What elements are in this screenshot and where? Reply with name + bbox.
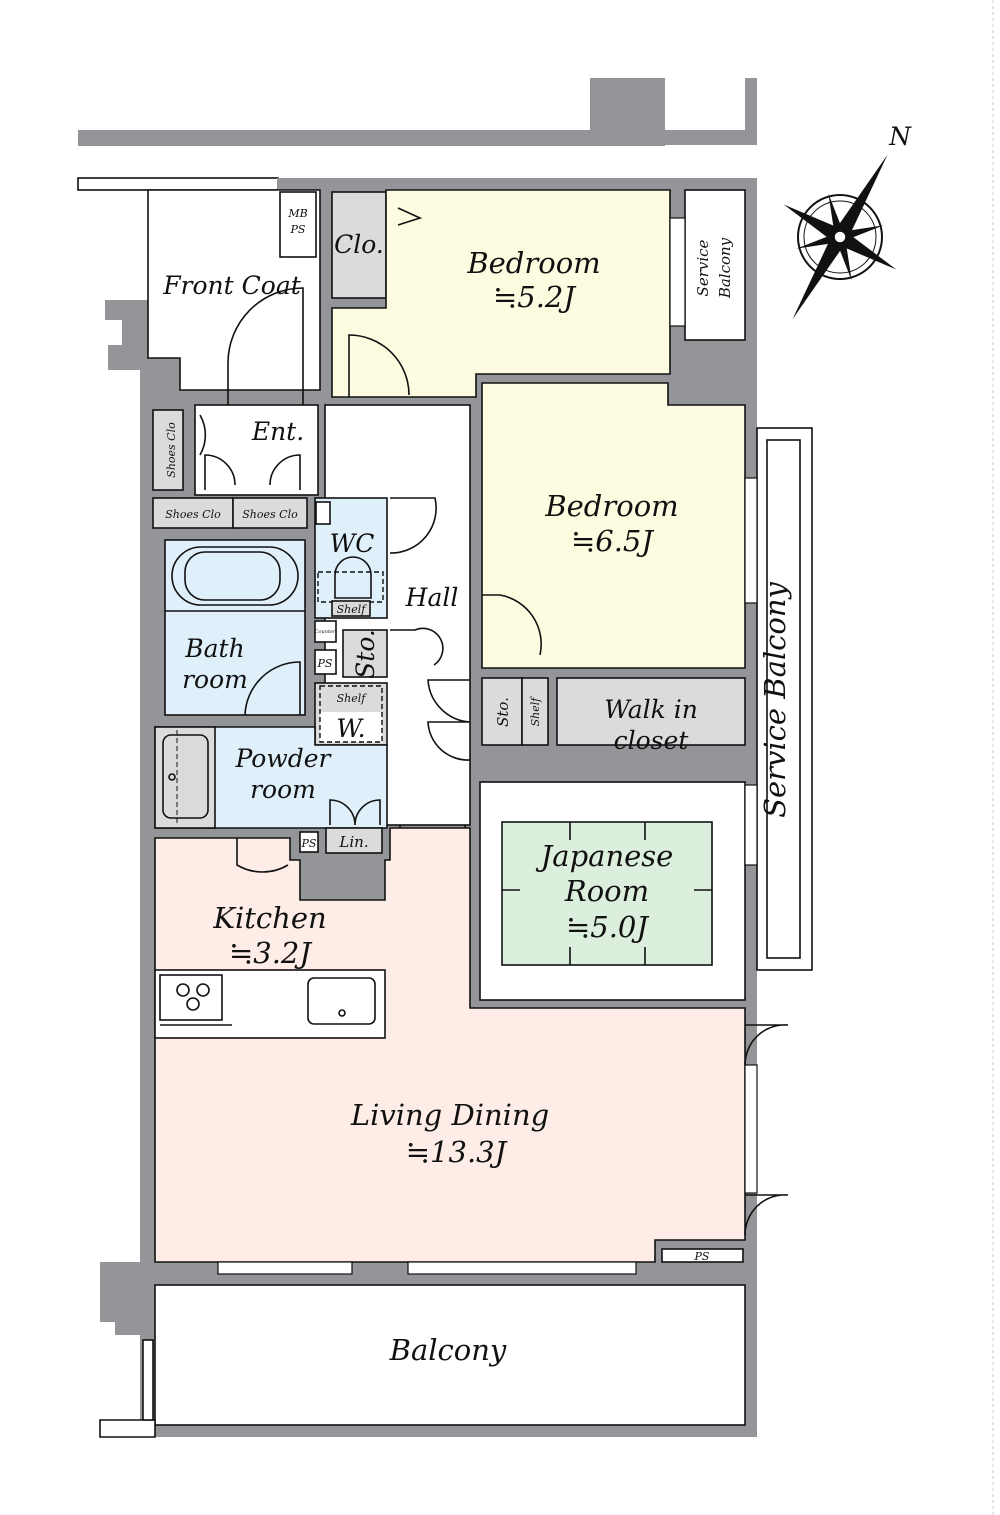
bedroom-1-size: ≒5.2J — [493, 280, 576, 314]
front-coat-label: Front Coat — [162, 271, 302, 300]
sink-wc — [315, 501, 331, 525]
kitchen-size: ≒3.2J — [229, 936, 312, 970]
kitchen-sink-icon — [307, 977, 376, 1025]
service-balcony-small-label-1: Service — [694, 239, 712, 296]
japanese-label-2: Room — [564, 874, 649, 908]
japanese-size: ≒5.0J — [566, 910, 649, 944]
wc-label: WC — [330, 529, 375, 558]
room-bedroom-1: Bedroom ≒5.2J — [331, 189, 671, 398]
shelf-wc — [331, 600, 371, 617]
room-bedroom-2: Bedroom ≒6.5J — [481, 382, 746, 669]
ps-label: PS — [290, 223, 306, 236]
bathroom — [164, 539, 306, 716]
shoes-clo-v-label: Shoes Clo — [165, 422, 178, 478]
counter-label: Counter — [315, 629, 336, 635]
japanese-label-1: Japanese — [536, 839, 674, 873]
north-label: N — [888, 122, 912, 151]
bedroom-1-label: Bedroom — [466, 246, 600, 280]
mb-ps — [279, 191, 317, 258]
sto-2-label: Sto. — [494, 697, 512, 727]
living-dining-size: ≒13.3J — [406, 1135, 508, 1169]
powder-label-1: Powder — [234, 744, 332, 773]
toilet-icon — [334, 556, 372, 599]
lin-label: Lin. — [338, 833, 368, 851]
windows — [217, 217, 758, 1275]
shelf-wc-label: Shelf — [337, 603, 368, 616]
ps-1-label: PS — [317, 657, 333, 670]
room-living-dining-kitchen: Kitchen ≒3.2J Living Dining ≒13.3J — [154, 827, 789, 1263]
room-front-coat: MB PS Front Coat — [147, 189, 321, 405]
shoes-clo-h2-label: Shoes Clo — [242, 508, 298, 521]
storage-2 — [481, 677, 523, 746]
shelf-2-label: Shelf — [529, 696, 542, 727]
walk-in-label-1: Walk in — [604, 695, 698, 724]
powder-label-2: room — [250, 775, 316, 804]
service-balcony-long — [756, 427, 813, 971]
living-dining-label: Living Dining — [350, 1098, 549, 1132]
walk-in-closet — [556, 677, 746, 746]
bath-label-2: room — [182, 665, 248, 694]
ent-label: Ent. — [251, 417, 304, 446]
service-balcony-small-label-2: Balcony — [716, 237, 734, 299]
mb-label: MB — [287, 207, 307, 220]
ps-2-label: PS — [301, 837, 317, 850]
w-label: W. — [336, 714, 365, 743]
storage-1 — [342, 629, 388, 678]
shoes-clo-h1-label: Shoes Clo — [165, 508, 221, 521]
balcony — [154, 1284, 746, 1426]
bedroom-2-label: Bedroom — [544, 489, 678, 523]
shelf-w-label: Shelf — [337, 692, 368, 705]
bath-label-1: Bath — [184, 634, 244, 663]
shoes-closet-vertical — [152, 409, 184, 491]
bedroom-2-size: ≒6.5J — [571, 524, 654, 558]
stove-icon — [159, 974, 223, 1021]
walk-in-label-2: closet — [614, 726, 690, 755]
door-front — [227, 287, 304, 405]
ps-3 — [661, 1248, 744, 1263]
service-balcony-small — [684, 189, 746, 341]
shelf-2 — [521, 677, 549, 746]
bathtub-icon — [171, 546, 299, 606]
compass-rose-icon: N — [783, 122, 912, 320]
service-balcony-label: Service Balcony — [758, 581, 792, 817]
shoes-closet-2 — [232, 497, 308, 529]
ps-1 — [314, 649, 337, 675]
hall-label: Hall — [405, 583, 459, 612]
sink-icon — [162, 734, 209, 819]
clo-label: Clo. — [334, 230, 384, 259]
sto-1-label: Sto. — [351, 629, 380, 679]
linen-closet — [325, 827, 383, 854]
vanity — [154, 726, 216, 829]
tatami — [501, 821, 713, 966]
balcony-label: Balcony — [389, 1333, 507, 1367]
kitchen-label: Kitchen — [212, 901, 326, 935]
closet — [331, 191, 387, 299]
ps-3-label: PS — [694, 1250, 710, 1263]
door-bedroom-1 — [348, 334, 410, 397]
counter — [314, 620, 337, 643]
ps-2 — [299, 831, 319, 853]
entrance — [194, 404, 319, 496]
